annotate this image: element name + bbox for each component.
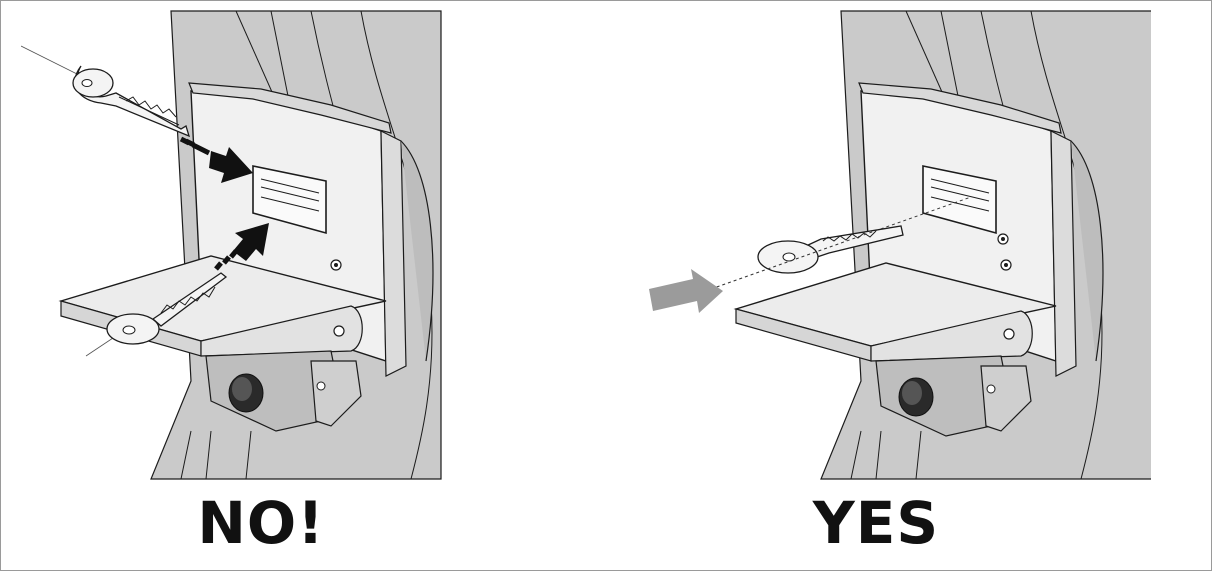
- tray-shelf: [733, 262, 1057, 362]
- lower-bracket: [205, 350, 362, 432]
- key-icon: [710, 196, 972, 290]
- arrow-icon: [214, 223, 269, 271]
- device-illustration-correct: [649, 10, 1151, 480]
- lower-bracket: [875, 355, 1032, 437]
- arrow-icon: [649, 269, 723, 313]
- key-slot: [252, 165, 327, 235]
- key-icon: [85, 272, 228, 357]
- key-icon: [21, 45, 191, 138]
- panel-correct-insertion: YES: [631, 1, 1151, 572]
- key-slot: [922, 165, 997, 235]
- screw-icon: [330, 259, 342, 271]
- screw-icon: [997, 233, 1009, 245]
- knob-icon: [898, 377, 934, 417]
- knob-icon: [228, 373, 264, 413]
- arrow-icon: [179, 136, 253, 183]
- screw-icon: [1000, 259, 1012, 271]
- correct-label: YES: [812, 489, 940, 557]
- panel-wrong-insertion: NO!: [21, 1, 541, 572]
- device-illustration-wrong: [21, 10, 442, 480]
- wrong-label: NO!: [197, 489, 325, 557]
